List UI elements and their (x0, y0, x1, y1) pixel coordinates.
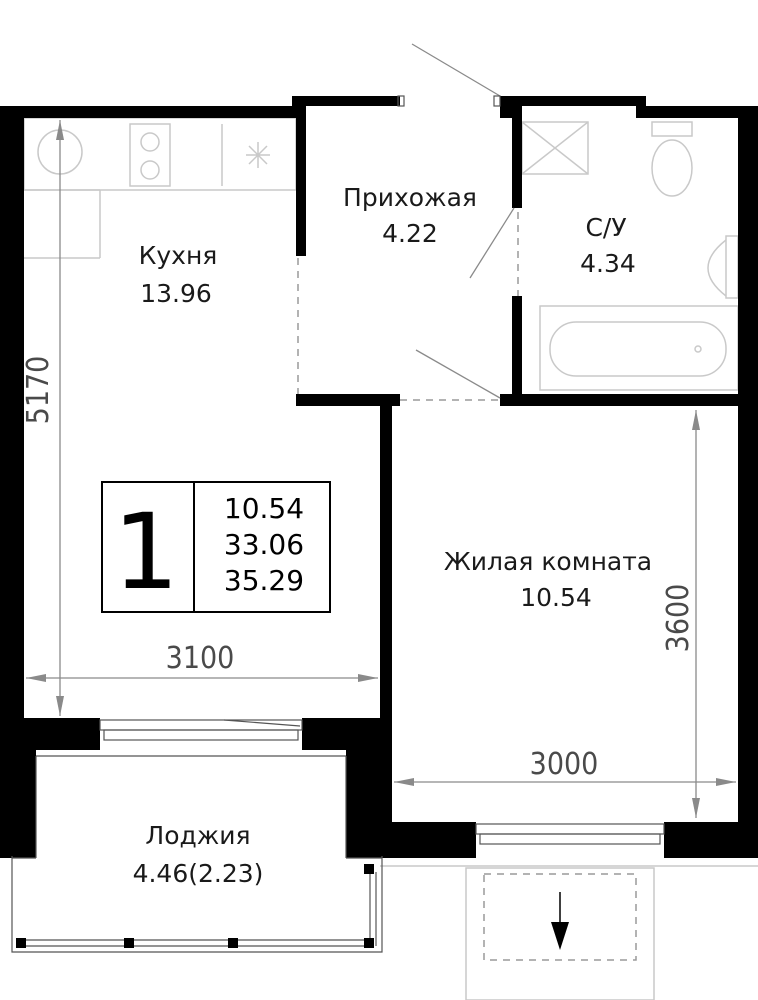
bathroom-fixtures (521, 121, 739, 391)
walls (0, 96, 758, 858)
summary-total-area: 33.06 (224, 528, 304, 561)
dimension-living-width (394, 778, 736, 786)
room-area-loggia: 4.46(2.23) (133, 859, 264, 888)
room-name-bathroom: С/У (585, 213, 626, 242)
summary-box: 1 10.54 33.06 35.29 (101, 481, 331, 613)
fridge-icon (246, 142, 270, 168)
loggia-outline (11, 755, 383, 953)
dimension-label-living-width: 3000 (530, 747, 599, 782)
washbasin-icon (707, 239, 727, 297)
stove-icon (129, 123, 171, 187)
dimension-kitchen-width (26, 674, 378, 682)
room-area-hallway: 4.22 (382, 219, 438, 248)
room-name-hallway: Прихожая (343, 183, 477, 212)
room-name-loggia: Лоджия (145, 821, 250, 850)
arrow-down-icon (551, 922, 569, 950)
windows (99, 719, 665, 845)
room-name-kitchen: Кухня (139, 241, 218, 270)
toilet-icon (651, 139, 693, 197)
dimension-kitchen-height (56, 120, 64, 716)
room-area-bathroom: 4.34 (580, 249, 636, 278)
bathtub-icon (539, 305, 739, 391)
summary-total-with-loggia: 35.29 (224, 564, 304, 597)
dimension-living-height (692, 410, 700, 818)
doors (297, 43, 519, 401)
room-area-living: 10.54 (520, 583, 592, 612)
dimension-label-kitchen-width: 3100 (166, 641, 235, 676)
room-area-kitchen: 13.96 (140, 279, 212, 308)
dimension-label-kitchen-height: 5170 (21, 356, 56, 425)
kitchen-fixtures (23, 117, 297, 259)
room-name-living: Жилая комната (444, 547, 652, 576)
room-count: 1 (113, 491, 179, 613)
summary-living-area: 10.54 (224, 492, 304, 525)
dimension-label-living-height: 3600 (661, 584, 696, 653)
toilet-tank-icon (651, 121, 693, 137)
balcony-outline (465, 867, 655, 1000)
